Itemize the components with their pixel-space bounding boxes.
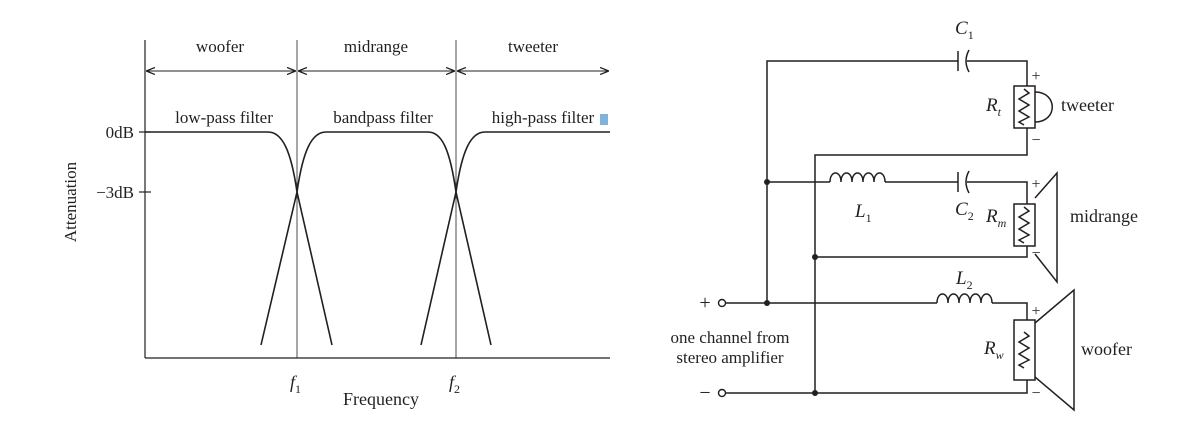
blue-marker xyxy=(600,114,608,125)
resistor-rt-zigzag xyxy=(1017,88,1031,126)
low-pass-label: low-pass filter xyxy=(175,108,273,127)
tweeter-wire-top xyxy=(766,60,958,303)
resistor-rm-zigzag xyxy=(1017,206,1031,244)
midrange-speaker-label: midrange xyxy=(1070,206,1138,226)
junction-dot xyxy=(764,300,770,306)
rm-label: Rm xyxy=(985,206,1007,230)
tweeter-wire-right xyxy=(967,60,1028,86)
tweeter-minus: − xyxy=(1031,132,1040,149)
inductor-l1 xyxy=(829,172,886,183)
woofer-speaker-cone xyxy=(1034,288,1075,412)
x-axis-label: Frequency xyxy=(343,389,419,409)
tweeter-band-label: tweeter xyxy=(508,37,558,56)
midrange-speaker-cone xyxy=(1034,171,1058,285)
rt-label: Rt xyxy=(985,95,1002,119)
bandpass-curve xyxy=(260,131,492,346)
woofer-band-label: woofer xyxy=(196,37,244,56)
tweeter-dome xyxy=(1034,91,1053,123)
inductor-l2 xyxy=(936,293,993,304)
resistor-rt-box xyxy=(1013,85,1036,129)
resistor-rm-box xyxy=(1013,203,1036,247)
high-pass-label: high-pass filter xyxy=(492,108,595,127)
tick-label-3db: −3dB xyxy=(96,183,134,202)
input-plus-sign: + xyxy=(699,292,710,314)
input-terminal-minus xyxy=(717,388,727,398)
woofer-speaker-label: woofer xyxy=(1081,339,1132,359)
capacitor-c2-right-plate xyxy=(965,170,970,194)
input-terminal-plus xyxy=(717,298,727,308)
midrange-minus: − xyxy=(1031,245,1040,262)
tweeter-plus: + xyxy=(1031,68,1040,85)
rw-label: Rw xyxy=(983,338,1004,362)
bandpass-label: bandpass filter xyxy=(333,108,433,127)
source-label-line2: stereo amplifier xyxy=(676,348,783,367)
source-label-line1: one channel from xyxy=(671,328,790,347)
tweeter-return xyxy=(814,128,1028,393)
midrange-plus: + xyxy=(1031,176,1040,193)
junction-dot xyxy=(812,254,818,260)
input-minus-sign: − xyxy=(699,382,710,404)
y-axis-label: Attenuation xyxy=(61,161,80,242)
midrange-wire-right xyxy=(967,181,1028,204)
resistor-rw-box xyxy=(1013,319,1036,381)
crossover-circuit: + − one channel from stereo amplifier C1… xyxy=(671,18,1138,412)
tweeter-speaker-label: tweeter xyxy=(1061,95,1114,115)
tick-label-0db: 0dB xyxy=(106,123,134,142)
woofer-return xyxy=(725,380,1028,394)
low-pass-curve xyxy=(145,131,333,346)
l1-label: L1 xyxy=(854,201,872,225)
resistor-rw-zigzag xyxy=(1017,331,1031,369)
c1-label: C1 xyxy=(955,18,974,42)
woofer-minus: − xyxy=(1031,385,1040,402)
filter-response-plot: woofer midrange tweeter low-pass filter … xyxy=(61,37,610,409)
junction-dot xyxy=(764,179,770,185)
capacitor-c1-right-plate xyxy=(965,49,970,73)
woofer-plus: + xyxy=(1031,303,1040,320)
high-pass-curve xyxy=(420,131,610,346)
f1-label: f1 xyxy=(290,372,301,396)
f2-label: f2 xyxy=(449,372,460,396)
junction-dot xyxy=(812,390,818,396)
midrange-band-label: midrange xyxy=(344,37,408,56)
midrange-return xyxy=(815,246,1028,258)
l2-label: L2 xyxy=(955,268,973,292)
woofer-wire-right xyxy=(992,302,1028,320)
c2-label: C2 xyxy=(955,199,974,223)
